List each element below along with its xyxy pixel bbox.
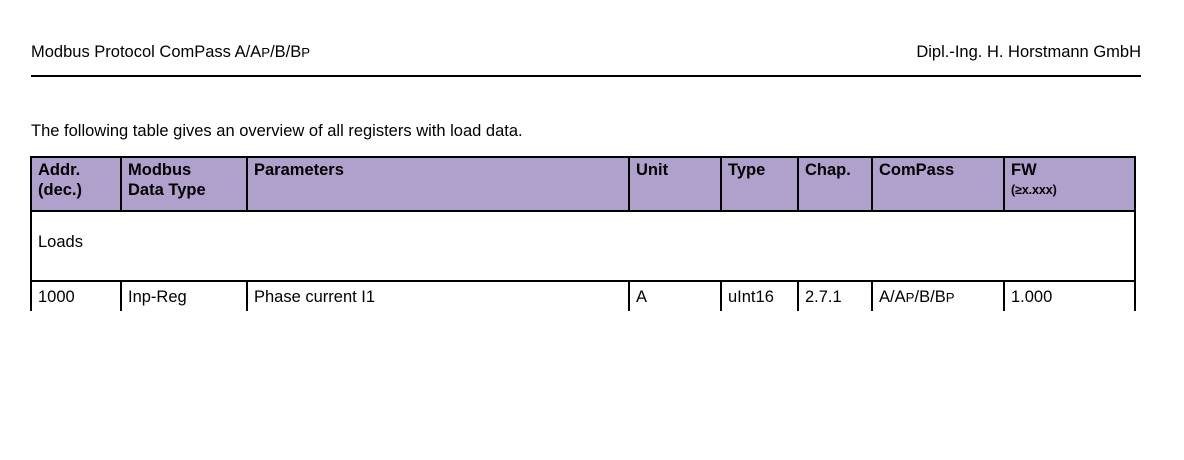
column-header-firmware-line1: FW [1011, 161, 1037, 179]
column-header-modbus-line2: Data Type [128, 180, 206, 199]
cell-compass-part-1: A/A [879, 288, 906, 306]
column-header-type: Type [720, 156, 799, 212]
column-header-compass-line1: ComPass [879, 161, 955, 179]
cell-compass-smallcap-1: P [905, 290, 915, 305]
header-divider-rule [31, 75, 1141, 77]
cell-compass-part-2: /B/B [914, 288, 946, 306]
column-header-modbus-data-type: Modbus Data Type [120, 156, 248, 212]
section-row-label: Loads [30, 211, 1136, 282]
document-title-part-1: Modbus Protocol ComPass A/A [31, 43, 262, 61]
table-row: 1000 Inp-Reg Phase current I1 A uInt16 2… [30, 281, 1136, 311]
column-header-modbus-line1: Modbus [128, 161, 192, 179]
table-section-row: Loads [30, 211, 1136, 282]
cell-firmware: 1.000 [1003, 281, 1136, 311]
running-header: Modbus Protocol ComPass A/AP/B/BP Dipl.-… [31, 42, 1141, 63]
column-header-compass: ComPass [871, 156, 1005, 212]
table-header-row: Addr. (dec.) Modbus Data Type Parameters… [30, 156, 1136, 212]
cell-type: uInt16 [720, 281, 799, 311]
column-header-addr-line1: Addr. [38, 161, 81, 179]
cell-compass: A/AP/B/BP [871, 281, 1005, 311]
column-header-unit: Unit [628, 156, 722, 212]
column-header-chapter: Chap. [797, 156, 873, 212]
company-name: Dipl.-Ing. H. Horstmann GmbH [916, 43, 1141, 61]
intro-paragraph: The following table gives an overview of… [31, 121, 523, 140]
cell-data-type: Inp-Reg [120, 281, 248, 311]
cell-parameter: Phase current I1 [246, 281, 630, 311]
document-title-smallcap-1: P [261, 45, 271, 60]
document-title: Modbus Protocol ComPass A/AP/B/BP [31, 42, 310, 63]
column-header-addr-line2: (dec.) [38, 180, 83, 199]
register-table: Addr. (dec.) Modbus Data Type Parameters… [30, 156, 1136, 311]
cell-compass-smallcap-2: P [945, 290, 955, 305]
column-header-firmware-note: (≥x.xxx) [1011, 182, 1057, 197]
cell-unit: A [628, 281, 722, 311]
column-header-type-line1: Type [728, 161, 766, 179]
cell-address: 1000 [30, 281, 122, 311]
column-header-unit-line1: Unit [636, 161, 669, 179]
column-header-firmware: FW (≥x.xxx) [1003, 156, 1136, 212]
column-header-addr: Addr. (dec.) [30, 156, 122, 212]
column-header-parameters: Parameters [246, 156, 630, 212]
column-header-parameters-line1: Parameters [254, 161, 344, 179]
cell-chapter: 2.7.1 [797, 281, 873, 311]
document-title-part-2: /B/B [270, 43, 302, 61]
document-title-smallcap-2: P [301, 45, 311, 60]
column-header-chapter-line1: Chap. [805, 161, 851, 179]
